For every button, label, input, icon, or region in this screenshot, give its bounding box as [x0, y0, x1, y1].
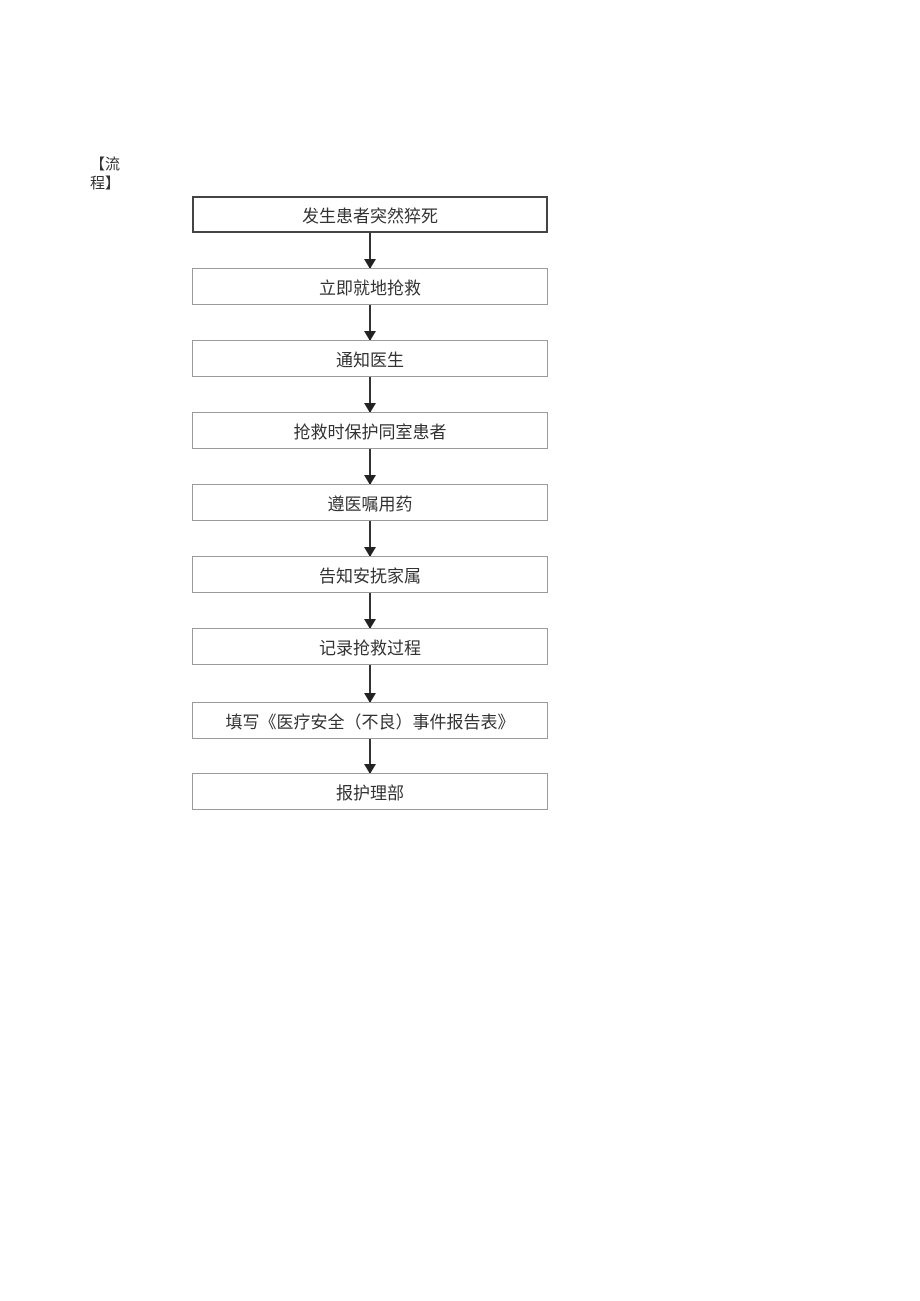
- flow-step-protect-roommates: 抢救时保护同室患者: [192, 412, 548, 449]
- flow-step-rescue-on-site: 立即就地抢救: [192, 268, 548, 305]
- flow-step-inform-family: 告知安抚家属: [192, 556, 548, 593]
- flow-step-administer-medication: 遵医嘱用药: [192, 484, 548, 521]
- flow-step-report-nursing-dept: 报护理部: [192, 773, 548, 810]
- flow-step-label: 立即就地抢救: [319, 279, 421, 299]
- flow-step-label: 告知安抚家属: [319, 567, 421, 587]
- down-arrow-icon: [364, 593, 376, 629]
- flow-step-record-process: 记录抢救过程: [192, 628, 548, 665]
- flow-step-label: 填写《医疗安全（不良）事件报告表》: [225, 713, 515, 733]
- flow-step-label: 遵医嘱用药: [327, 495, 413, 515]
- flow-step-label: 发生患者突然猝死: [302, 207, 438, 227]
- down-arrow-icon: [364, 305, 376, 341]
- down-arrow-icon: [364, 521, 376, 557]
- section-heading-line1: 【流: [90, 155, 121, 173]
- down-arrow-icon: [364, 739, 376, 774]
- down-arrow-icon: [364, 665, 376, 703]
- flow-step-label: 记录抢救过程: [319, 639, 421, 659]
- down-arrow-icon: [364, 449, 376, 485]
- flow-step-fill-report-form: 填写《医疗安全（不良）事件报告表》: [192, 702, 548, 739]
- flow-step-sudden-death: 发生患者突然猝死: [192, 196, 548, 233]
- flow-step-label: 抢救时保护同室患者: [293, 423, 447, 443]
- section-heading: 【流 程】: [90, 155, 132, 193]
- down-arrow-icon: [364, 377, 376, 413]
- flow-step-label: 通知医生: [336, 351, 404, 371]
- flow-step-label: 报护理部: [336, 784, 404, 804]
- section-heading-line2: 程】: [90, 174, 121, 192]
- flow-step-notify-doctor: 通知医生: [192, 340, 548, 377]
- down-arrow-icon: [364, 233, 376, 269]
